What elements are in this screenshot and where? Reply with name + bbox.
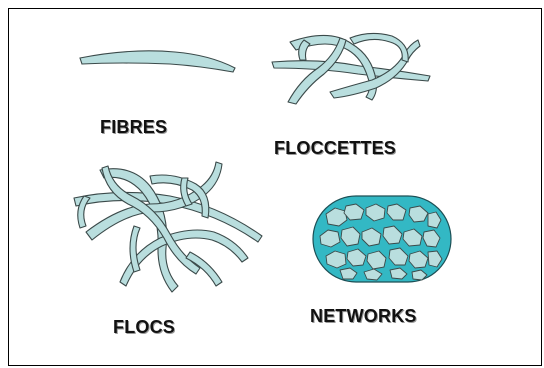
label-fibres: FIBRES — [100, 117, 167, 138]
floccette-illustration — [272, 33, 430, 104]
fibre-illustration — [80, 51, 235, 72]
label-floccettes: FLOCCETTES — [274, 138, 396, 159]
label-flocs: FLOCS — [113, 317, 175, 338]
floc-illustration — [74, 162, 262, 292]
network-illustration — [313, 196, 451, 282]
label-networks: NETWORKS — [310, 306, 417, 327]
